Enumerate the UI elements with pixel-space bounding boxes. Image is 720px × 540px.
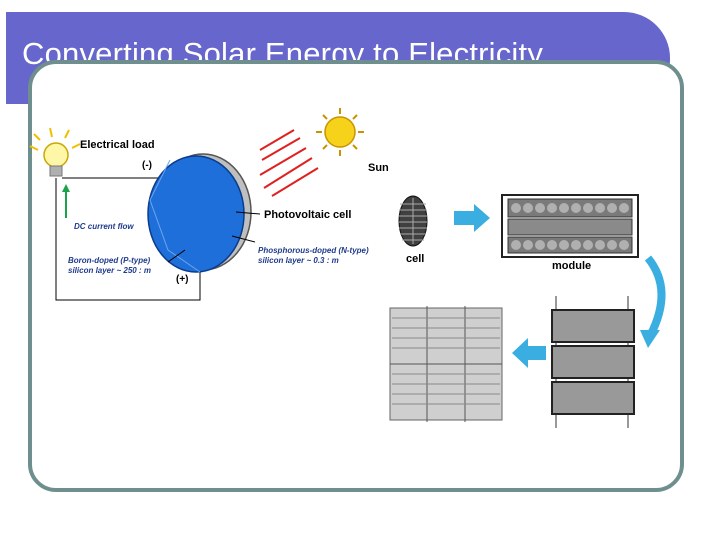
content-frame <box>28 60 684 492</box>
dc-current-flow-label: DC current flow <box>74 222 134 231</box>
arrow-panel-to-array <box>512 338 546 368</box>
p-type-label-line2: silicon layer ~ 250 : m <box>68 266 151 275</box>
electrical-load-label: Electrical load <box>80 139 155 151</box>
positive-terminal-label: (+) <box>176 274 189 285</box>
negative-terminal-label: (-) <box>142 160 152 171</box>
solar-array <box>389 306 503 422</box>
solar-panel <box>551 296 635 428</box>
n-type-label-line2: silicon layer ~ 0.3 : m <box>258 256 339 265</box>
solar-module <box>501 194 639 258</box>
arrow-module-to-panel <box>640 255 666 348</box>
disk-pointer-arrows <box>167 211 261 263</box>
cell-label: cell <box>406 253 425 265</box>
light-bulb-icon <box>29 127 81 177</box>
sun-icon <box>316 108 364 156</box>
sun-label: Sun <box>368 162 389 174</box>
solar-cell-icon <box>398 195 428 247</box>
arrow-cell-to-module <box>454 204 490 232</box>
photovoltaic-cell-label: Photovoltaic cell <box>264 209 352 221</box>
sunlight-rays <box>259 129 319 197</box>
p-type-label-line1: Boron-doped (P-type) <box>68 256 151 265</box>
photovoltaic-disk <box>147 153 252 273</box>
module-label: module <box>552 260 592 272</box>
n-type-label-line1: Phosphorous-doped (N-type) <box>258 246 369 255</box>
dc-current-arrow <box>62 184 70 218</box>
